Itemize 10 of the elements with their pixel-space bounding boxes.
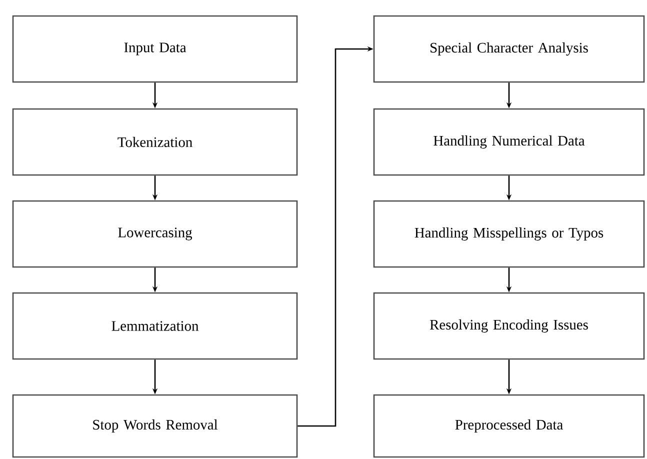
process-box: Handling Misspellings or Typos [373, 200, 645, 268]
process-box: Input Data [12, 15, 298, 83]
process-box: Resolving Encoding Issues [373, 292, 645, 360]
process-box: Stop Words Removal [12, 394, 298, 458]
process-box: Handling Numerical Data [373, 108, 645, 176]
process-box: Lemmatization [12, 292, 298, 360]
process-box: Tokenization [12, 108, 298, 176]
process-box: Special Character Analysis [373, 15, 645, 83]
process-box: Preprocessed Data [373, 394, 645, 458]
process-box: Lowercasing [12, 200, 298, 268]
